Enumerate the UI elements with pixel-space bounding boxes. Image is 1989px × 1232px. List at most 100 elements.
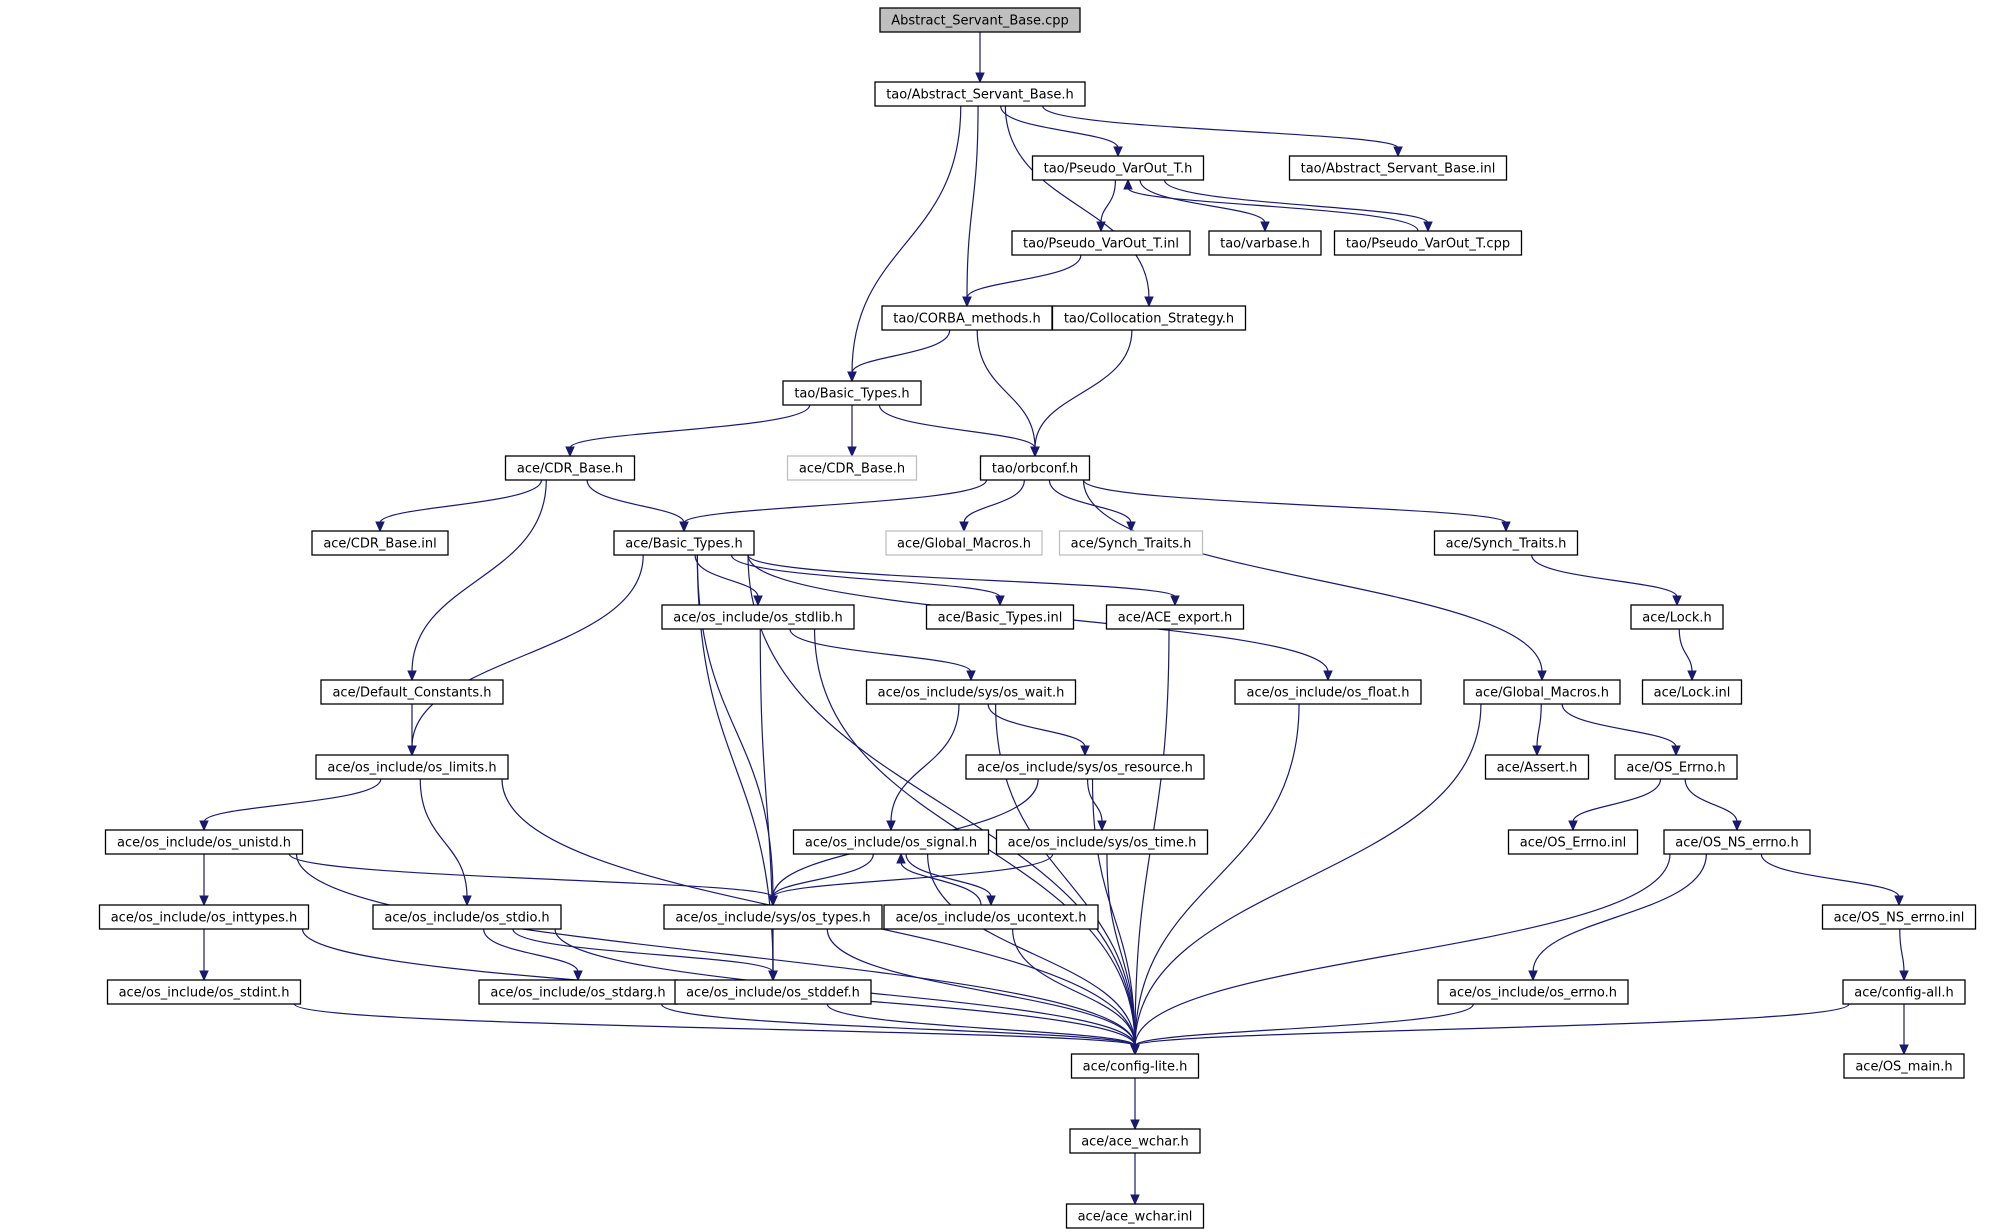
edge-wait-to-resource (987, 703, 1086, 748)
graph-node-lock-h[interactable]: ace/Lock.h (1630, 604, 1724, 630)
node-box (881, 305, 1053, 331)
graph-node-unistd[interactable]: ace/os_include/os_unistd.h (104, 829, 304, 855)
edge-arrowhead (768, 970, 778, 982)
edge-limits-to-stdio (419, 778, 468, 898)
graph-node-st-missing[interactable]: ace/Synch_Traits.h (1058, 530, 1204, 556)
graph-node-export[interactable]: ace/ACE_export.h (1105, 604, 1245, 630)
edge-arrowhead (1672, 595, 1682, 607)
graph-node-errno-h[interactable]: ace/OS_Errno.h (1614, 754, 1738, 780)
graph-node-orbconf[interactable]: tao/orbconf.h (979, 455, 1091, 481)
graph-node-stddef[interactable]: ace/os_include/os_stddef.h (674, 979, 872, 1005)
edge-types-to-configlite (826, 928, 1136, 1047)
graph-node-lock-inl[interactable]: ace/Lock.inl (1641, 679, 1743, 705)
node-label: tao/varbase.h (1220, 237, 1310, 252)
edge-gm-to-assert (1536, 703, 1542, 748)
graph-node-stdint[interactable]: ace/os_include/os_stdint.h (106, 979, 302, 1005)
node-box (1288, 155, 1508, 181)
graph-node-ucontext[interactable]: ace/os_include/os_ucontext.h (883, 904, 1099, 930)
node-box (106, 979, 302, 1005)
node-box (320, 679, 504, 705)
node-box (478, 979, 678, 1005)
node-label: tao/Pseudo_VarOut_T.cpp (1346, 237, 1510, 252)
graph-node-errno-inl[interactable]: ace/OS_Errno.inl (1507, 829, 1639, 855)
graph-node-inttypes[interactable]: ace/os_include/os_inttypes.h (98, 904, 310, 930)
graph-node-wchar[interactable]: ace/ace_wchar.h (1069, 1128, 1201, 1154)
graph-node-time[interactable]: ace/os_include/sys/os_time.h (995, 829, 1209, 855)
graph-node-float[interactable]: ace/os_include/os_float.h (1234, 679, 1422, 705)
node-label: ace/os_include/os_unistd.h (117, 836, 291, 851)
node-box (1507, 829, 1639, 855)
graph-node-resource[interactable]: ace/os_include/sys/os_resource.h (965, 754, 1205, 780)
graph-node-assert[interactable]: ace/Assert.h (1484, 754, 1590, 780)
edge-stddef-to-configlite (826, 1003, 1136, 1047)
edge-arrowhead (986, 895, 996, 907)
graph-node-ace-bt[interactable]: ace/Basic_Types.h (613, 530, 755, 556)
edge-unistd-to-types (288, 853, 774, 898)
graph-node-pvt-h[interactable]: tao/Pseudo_VarOut_T.h (1031, 155, 1205, 181)
graph-node-limits[interactable]: ace/os_include/os_limits.h (315, 754, 509, 780)
graph-node-cdr-h-missing[interactable]: ace/CDR_Base.h (786, 455, 918, 481)
node-label: ace/os_include/os_stdio.h (384, 911, 549, 926)
edge-float-to-configlite (1134, 703, 1300, 1047)
node-label: ace/Global_Macros.h (1475, 686, 1609, 701)
graph-node-root[interactable]: Abstract_Servant_Base.cpp (879, 7, 1081, 33)
graph-node-wait[interactable]: ace/os_include/sys/os_wait.h (865, 679, 1077, 705)
node-box (782, 380, 922, 406)
graph-node-varbase[interactable]: tao/varbase.h (1208, 230, 1322, 256)
graph-node-gm[interactable]: ace/Global_Macros.h (1463, 679, 1621, 705)
edge-gm-to-configlite (1134, 703, 1482, 1047)
edge-nserrno-to-os_errno (1532, 853, 1707, 973)
edge-stdio-to-stddef (512, 928, 774, 973)
graph-node-pvt-cpp[interactable]: tao/Pseudo_VarOut_T.cpp (1333, 230, 1523, 256)
graph-node-stdio[interactable]: ace/os_include/os_stdio.h (372, 904, 562, 930)
edge-arrowhead (753, 595, 763, 607)
graph-node-colloc[interactable]: tao/Collocation_Strategy.h (1051, 305, 1247, 331)
edge-time-to-configlite (1106, 853, 1136, 1047)
graph-node-types[interactable]: ace/os_include/sys/os_types.h (663, 904, 883, 930)
edge-ucontext-to-signal (900, 861, 982, 906)
graph-node-nserrno[interactable]: ace/OS_NS_errno.h (1663, 829, 1811, 855)
graph-node-asb-inl[interactable]: tao/Abstract_Servant_Base.inl (1288, 155, 1508, 181)
edge-signal-to-configlite (927, 853, 1136, 1047)
edge-signal-to-types (772, 853, 874, 898)
graph-node-cdr-h[interactable]: ace/CDR_Base.h (504, 455, 636, 481)
edge-arrowhead (1144, 296, 1154, 308)
graph-node-configlite[interactable]: ace/config-lite.h (1070, 1053, 1200, 1079)
graph-node-osmain[interactable]: ace/OS_main.h (1843, 1053, 1965, 1079)
graph-node-tao-bt[interactable]: tao/Basic_Types.h (782, 380, 922, 406)
node-label: tao/Collocation_Strategy.h (1064, 312, 1234, 327)
graph-node-synch[interactable]: ace/Synch_Traits.h (1433, 530, 1579, 556)
graph-node-bt-inl[interactable]: ace/Basic_Types.inl (925, 604, 1075, 630)
edge-arrowhead (847, 446, 857, 458)
graph-node-cdr-inl[interactable]: ace/CDR_Base.inl (311, 530, 449, 556)
edge-arrowhead (975, 72, 985, 84)
node-box (1058, 530, 1204, 556)
edge-arrowhead (1532, 745, 1542, 757)
graph-node-gm-missing[interactable]: ace/Global_Macros.h (885, 530, 1043, 556)
graph-node-nserrno-inl[interactable]: ace/OS_NS_errno.inl (1821, 904, 1977, 930)
graph-node-pvt-inl[interactable]: tao/Pseudo_VarOut_T.inl (1011, 230, 1191, 256)
graph-node-os-errno[interactable]: ace/os_include/os_errno.h (1437, 979, 1629, 1005)
edge-nserrno-to-nserrno_inl (1760, 853, 1900, 898)
edge-arrowhead (1528, 970, 1538, 982)
node-label: ace/os_include/os_stdlib.h (673, 611, 842, 626)
graph-node-stdarg[interactable]: ace/os_include/os_stdarg.h (478, 979, 678, 1005)
edge-asb_h-to-tao_bt (851, 105, 962, 374)
graph-node-signal[interactable]: ace/os_include/os_signal.h (792, 829, 990, 855)
graph-node-asb-h[interactable]: tao/Abstract_Servant_Base.h (874, 81, 1086, 107)
edge-arrowhead (1423, 221, 1433, 233)
node-label: ace/Lock.h (1642, 611, 1712, 626)
node-box (104, 829, 304, 855)
graph-node-stdlib[interactable]: ace/os_include/os_stdlib.h (661, 604, 855, 630)
graph-node-configall[interactable]: ace/config-all.h (1842, 979, 1966, 1005)
graph-node-wchar-inl[interactable]: ace/ace_wchar.inl (1065, 1203, 1205, 1229)
edge-arrowhead (1097, 820, 1107, 832)
node-label: ace/os_include/os_stdarg.h (490, 986, 665, 1001)
graph-node-corba[interactable]: tao/CORBA_methods.h (881, 305, 1053, 331)
graph-node-defconst[interactable]: ace/Default_Constants.h (320, 679, 504, 705)
node-label: ace/ace_wchar.h (1081, 1135, 1189, 1150)
node-box (674, 979, 872, 1005)
node-box (995, 829, 1209, 855)
node-label: ace/os_include/os_ucontext.h (895, 911, 1086, 926)
